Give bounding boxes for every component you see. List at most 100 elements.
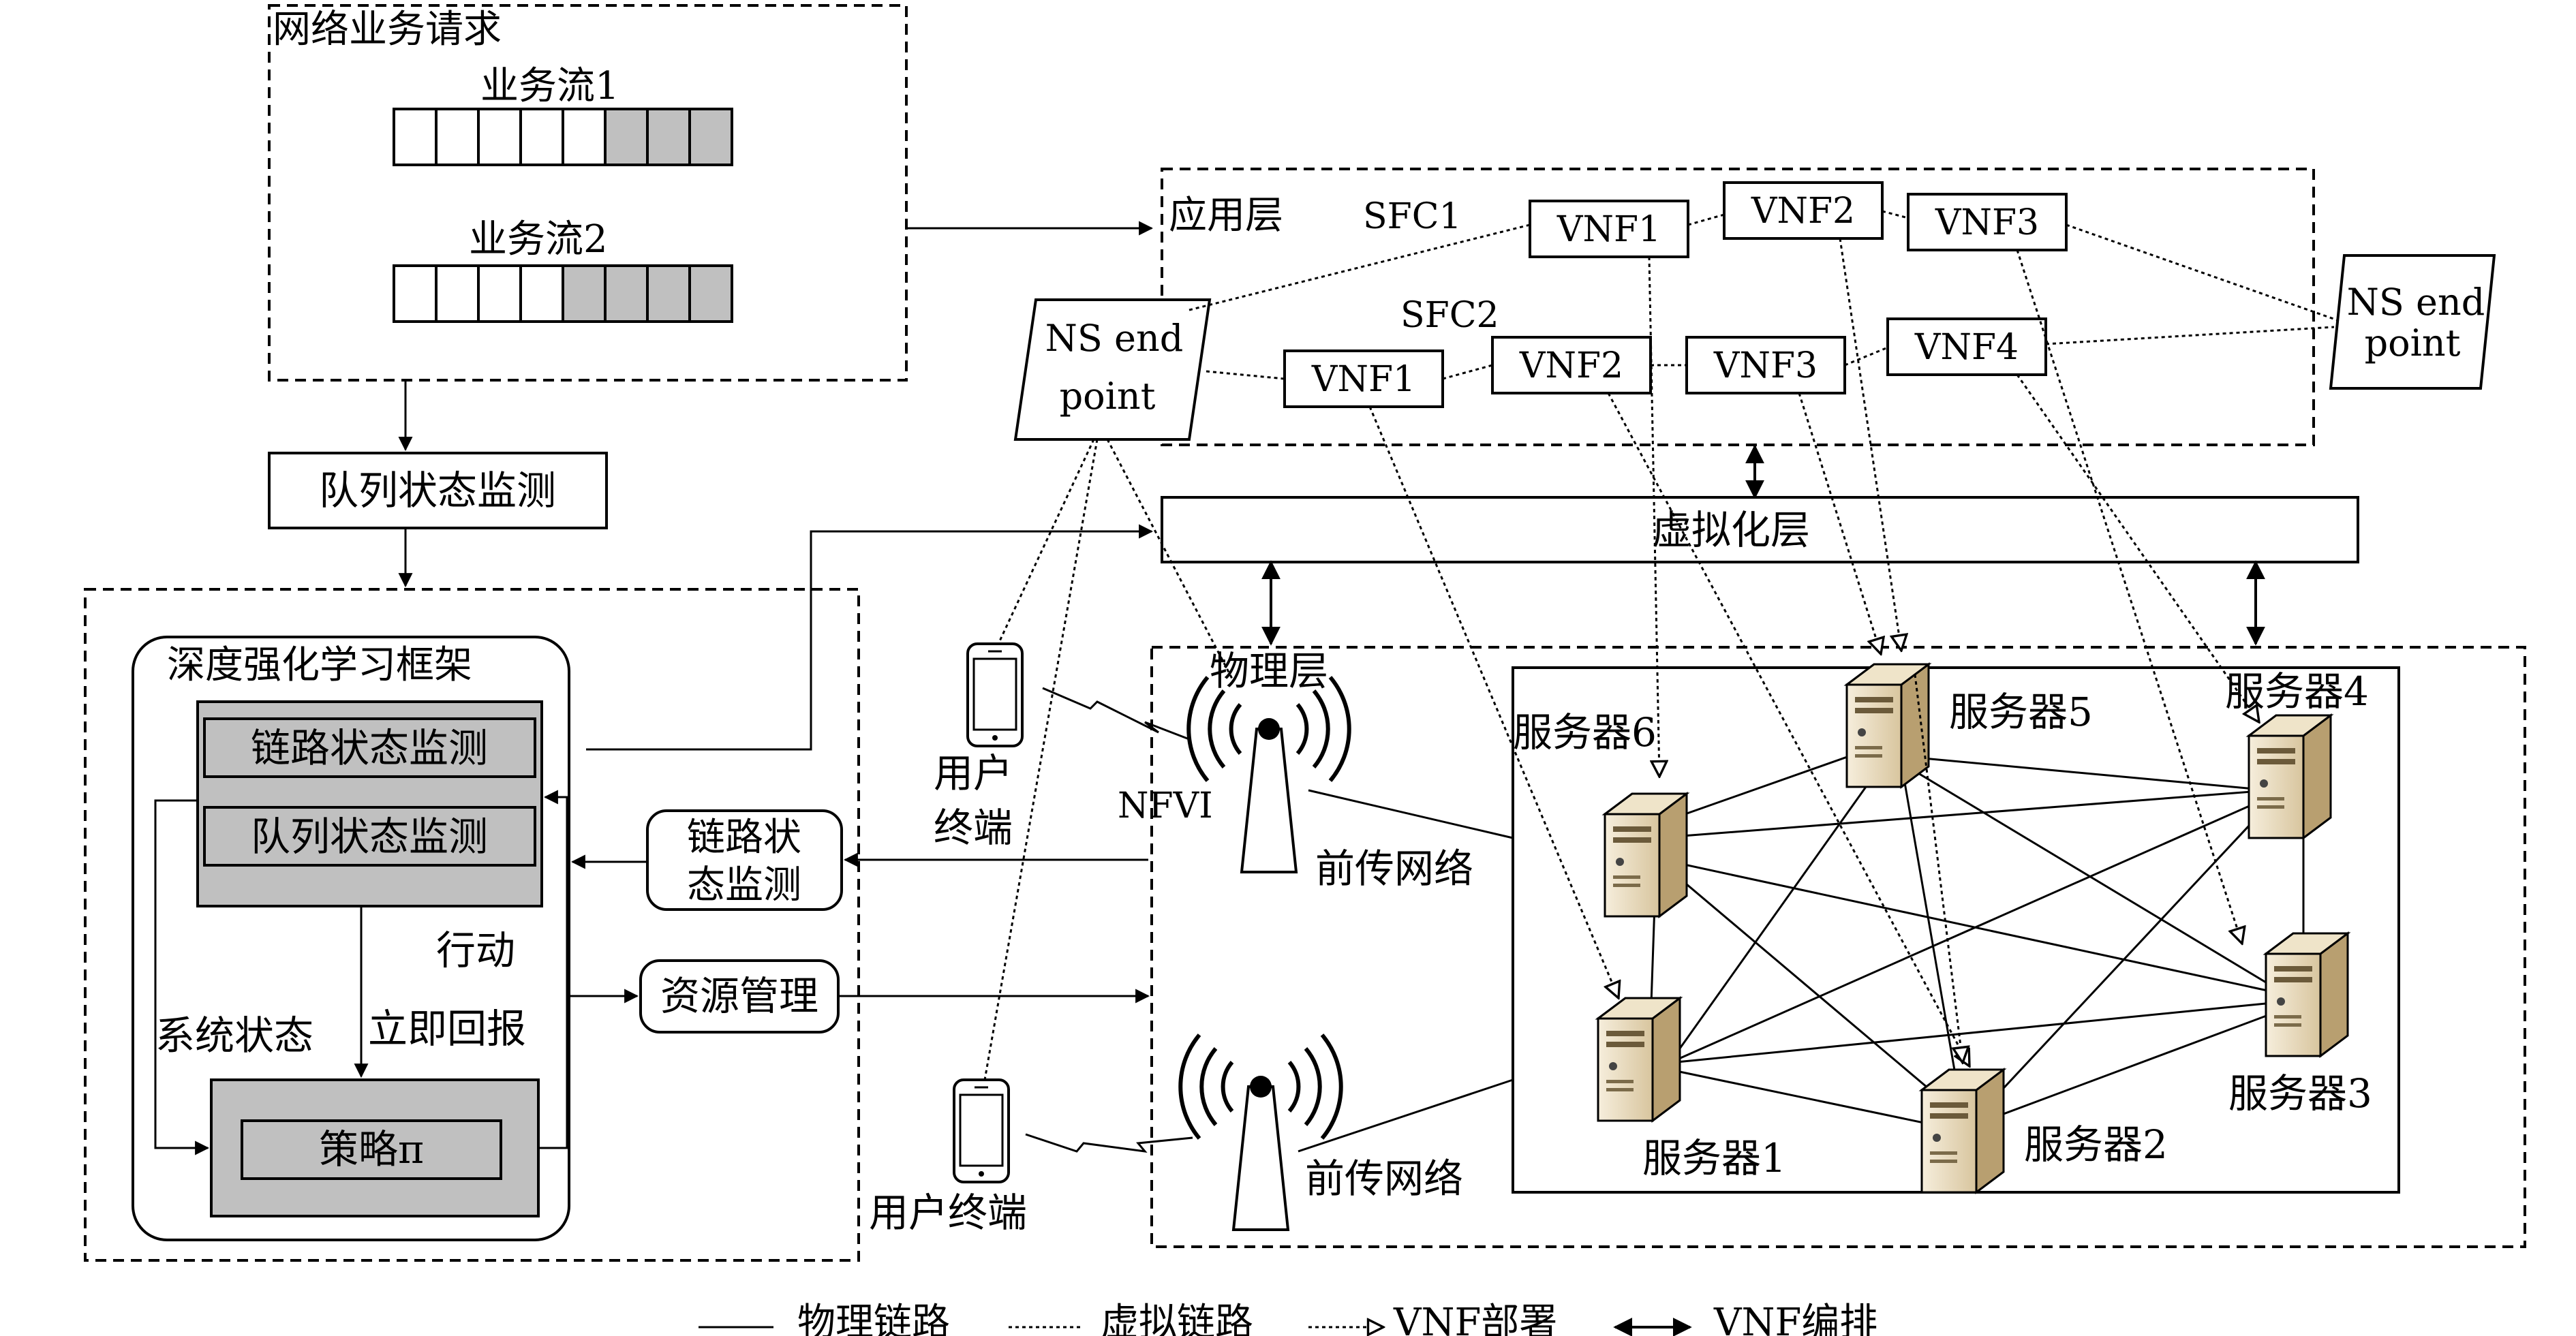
system-state-arrow (154, 799, 210, 1155)
flow1-slot (562, 108, 607, 166)
server-5-label: 服务器5 (1949, 689, 2093, 735)
base-station-1-icon (1189, 677, 1349, 872)
flow1-slot (646, 108, 691, 166)
legend: 物理链路 虚拟链路 VNF部署 VNF编排 (699, 1301, 1877, 1336)
nfvi-label: NFVI (1118, 786, 1213, 826)
server-3-icon (2265, 932, 2349, 1057)
flow1-slot (688, 108, 733, 166)
user1-line2: 终端 (934, 805, 1013, 851)
wireless-link-2 (1025, 1133, 1193, 1153)
resource-mgmt-label: 资源管理 (660, 973, 818, 1019)
sfc2-vnf4-label: VNF4 (1914, 327, 2019, 368)
sfc1-vnf1 (1529, 200, 1689, 258)
request-box-title: 网络业务请求 (273, 7, 502, 52)
legend-deploy-label: VNF部署 (1393, 1301, 1557, 1336)
flow1-queue (393, 108, 733, 166)
fronthaul-2-label: 前传网络 (1305, 1155, 1463, 1202)
reward-label: 立即回报 (368, 1006, 526, 1052)
flow2-slot (688, 264, 733, 323)
ns-right-line2: point (2365, 322, 2461, 364)
flow2-slot (477, 264, 522, 323)
vnf-deployment-links (1368, 238, 2259, 1066)
sfc2-vnf3-label: VNF3 (1713, 345, 1818, 386)
sfc1-vnf2-label: VNF2 (1751, 191, 1855, 232)
link-monitor-side-line2: 态监测 (687, 863, 801, 907)
user-terminal-2-icon (953, 1078, 1010, 1183)
ns-right-line1: NS end (2347, 281, 2485, 324)
ns-endpoint-right (2329, 254, 2496, 390)
flow2-slot (435, 264, 480, 323)
sfc2-vnf4 (1886, 317, 2047, 376)
server-3-label: 服务器3 (2228, 1070, 2372, 1117)
sfc1-label: SFC1 (1363, 196, 1462, 237)
flow1-slot (435, 108, 480, 166)
flow1-slot (519, 108, 564, 166)
drl-title: 深度强化学习框架 (167, 643, 472, 687)
user1-line1: 用户 (934, 750, 1013, 796)
sfc2-vnf2 (1491, 336, 1652, 394)
sfc1-vnf2 (1723, 181, 1884, 240)
flow1-slot (393, 108, 438, 166)
queue-monitor-label: 队列状态监测 (319, 467, 556, 514)
user2-label: 用户终端 (869, 1190, 1027, 1236)
server-4-label: 服务器4 (2225, 668, 2369, 715)
wireless-link-1 (1042, 687, 1190, 741)
sfc2-label: SFC2 (1400, 295, 1499, 336)
flow2-slot (393, 264, 438, 323)
fronthaul-2-link (1298, 1078, 1514, 1153)
virtualization-layer (1161, 496, 2359, 563)
server-2-label: 服务器2 (2024, 1121, 2168, 1168)
user-terminal-1-icon (966, 642, 1024, 747)
ns-left-line1: NS end (1045, 317, 1184, 360)
fronthaul-1-label: 前传网络 (1315, 845, 1473, 892)
link-monitor-side-box (646, 809, 843, 911)
action-label: 行动 (436, 927, 515, 974)
ns-endpoint-left (1013, 298, 1212, 441)
virtual-links-users (983, 439, 1235, 1081)
action-arrow (538, 790, 568, 1149)
queue-monitor-inner-label: 队列状态监测 (251, 813, 488, 860)
link-monitor-side-line1: 链路状 (687, 815, 801, 860)
queue-monitor-box: 队列状态监测 (268, 452, 608, 529)
physical-layer-title: 物理层 (1210, 648, 1328, 694)
drl-container (84, 588, 860, 1262)
legend-physical-label: 物理链路 (797, 1301, 950, 1336)
virtualization-layer-label: 虚拟化层 (1652, 507, 1810, 553)
server-1-label: 服务器1 (1642, 1135, 1786, 1181)
server-6-label: 服务器6 (1513, 709, 1657, 756)
sfc2-vnf1-label: VNF1 (1311, 359, 1415, 400)
flow1-slot (604, 108, 649, 166)
sfc1-vnf3-label: VNF3 (1935, 202, 2039, 243)
drl-to-virtualization-arrow (586, 524, 1154, 751)
legend-orchestrate-label: VNF编排 (1713, 1301, 1877, 1336)
fronthaul-1-link (1308, 789, 1514, 839)
server-4-icon (2248, 714, 2332, 839)
queue-monitor-inner (203, 806, 536, 867)
physical-layer (1150, 646, 2526, 1248)
sfc1-vnf1-label: VNF1 (1557, 209, 1661, 250)
policy-inner (241, 1119, 502, 1180)
virtual-links-app (1189, 210, 2338, 380)
flow2-queue (393, 264, 733, 323)
link-monitor-inner-label: 链路状态监测 (251, 725, 488, 771)
sfc1-vnf3 (1907, 193, 2068, 251)
server-2-icon (1920, 1068, 2005, 1194)
flow2-label: 业务流2 (469, 217, 608, 262)
ns-left-line2: point (1060, 375, 1156, 418)
legend-virtual-label: 虚拟链路 (1101, 1301, 1253, 1336)
server-1-icon (1597, 997, 1681, 1122)
flow2-slot (562, 264, 607, 323)
flow2-slot (646, 264, 691, 323)
request-box: 网络业务请求 业务流1 业务流2 (268, 4, 908, 382)
flow2-slot (604, 264, 649, 323)
link-monitor-inner (203, 717, 536, 778)
flow1-label: 业务流1 (480, 64, 619, 108)
flow1-slot (477, 108, 522, 166)
sfc2-vnf2-label: VNF2 (1519, 345, 1623, 386)
flow2-slot (519, 264, 564, 323)
system-state-label: 系统状态 (155, 1012, 313, 1059)
policy-label: 策略π (319, 1126, 424, 1172)
app-layer-title: 应用层 (1169, 193, 1283, 238)
